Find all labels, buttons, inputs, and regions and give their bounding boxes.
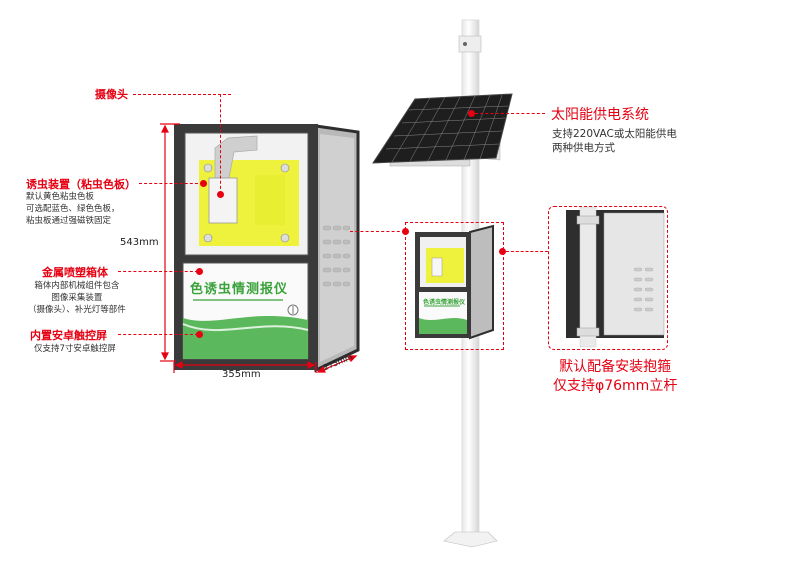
solar-desc: 支持220VAC或太阳能供电 两种供电方式 bbox=[552, 127, 677, 155]
pole-base bbox=[443, 531, 498, 548]
pole-box-highlight bbox=[405, 222, 504, 350]
solar-panel bbox=[372, 93, 513, 164]
mount-desc: 默认配备安装抱箍 仅支持φ76mm立杆 bbox=[553, 358, 677, 396]
insect-lure-desc-line: 粘虫板通过强磁铁固定 bbox=[26, 216, 112, 226]
solar-title: 太阳能供电系统 bbox=[551, 107, 649, 123]
camera-marker bbox=[217, 191, 224, 198]
mount-marker bbox=[499, 248, 506, 255]
mount-leader bbox=[506, 251, 548, 252]
metal-box-leader bbox=[118, 271, 198, 272]
width-dimension: 355mm bbox=[222, 369, 261, 380]
solar-leader bbox=[475, 113, 545, 114]
touchscreen-leader bbox=[118, 334, 198, 335]
camera-label: 摄像头 bbox=[95, 88, 128, 101]
metal-box-desc: 箱体内部机械组件包含 图像采集装置 （摄像头）、补光灯等部件 bbox=[28, 280, 126, 316]
camera-leader-h bbox=[133, 94, 231, 95]
mount-desc-line: 仅支持φ76mm立杆 bbox=[553, 378, 678, 394]
device-panel-text: 色诱虫情测报仪 bbox=[190, 282, 289, 297]
insect-lure-desc-line: 可选配蓝色、绿色色板， bbox=[26, 204, 120, 214]
insect-lure-desc: 默认黄色粘虫色板 可选配蓝色、绿色色板， 粘虫板通过强磁铁固定 bbox=[26, 191, 120, 227]
metal-box-title: 金属喷塑箱体 bbox=[42, 266, 108, 279]
solar-desc-line: 两种供电方式 bbox=[552, 142, 615, 154]
insect-lure-leader bbox=[139, 183, 203, 184]
mount-detail-highlight bbox=[548, 206, 668, 350]
solar-desc-line: 支持220VAC或太阳能供电 bbox=[552, 128, 677, 140]
solar-panel-grid bbox=[385, 94, 509, 163]
metal-box-desc-line: （摄像头）、补光灯等部件 bbox=[28, 305, 126, 315]
mount-desc-line: 默认配备安装抱箍 bbox=[559, 359, 672, 375]
box-to-pole-leader bbox=[350, 231, 405, 232]
insect-lure-title: 诱虫装置（粘虫色板） bbox=[26, 178, 136, 191]
insect-lure-desc-line: 默认黄色粘虫色板 bbox=[26, 192, 95, 202]
touchscreen-desc: 仅支持7寸安卓触控屏 bbox=[34, 344, 116, 354]
touchscreen-marker bbox=[196, 331, 203, 338]
solar-marker bbox=[468, 110, 475, 117]
height-dimension: 543mm bbox=[120, 237, 159, 248]
metal-box-desc-line: 图像采集装置 bbox=[51, 293, 103, 303]
touchscreen-title: 内置安卓触控屏 bbox=[30, 329, 107, 342]
metal-box-marker bbox=[196, 268, 203, 275]
camera-leader-v bbox=[220, 94, 221, 194]
insect-lure-marker bbox=[200, 180, 207, 187]
pole-camera-bracket bbox=[458, 35, 482, 53]
small-device-panel-text: 色诱虫情测报仪 bbox=[423, 299, 466, 306]
metal-box-desc-line: 箱体内部机械组件包含 bbox=[34, 281, 120, 291]
